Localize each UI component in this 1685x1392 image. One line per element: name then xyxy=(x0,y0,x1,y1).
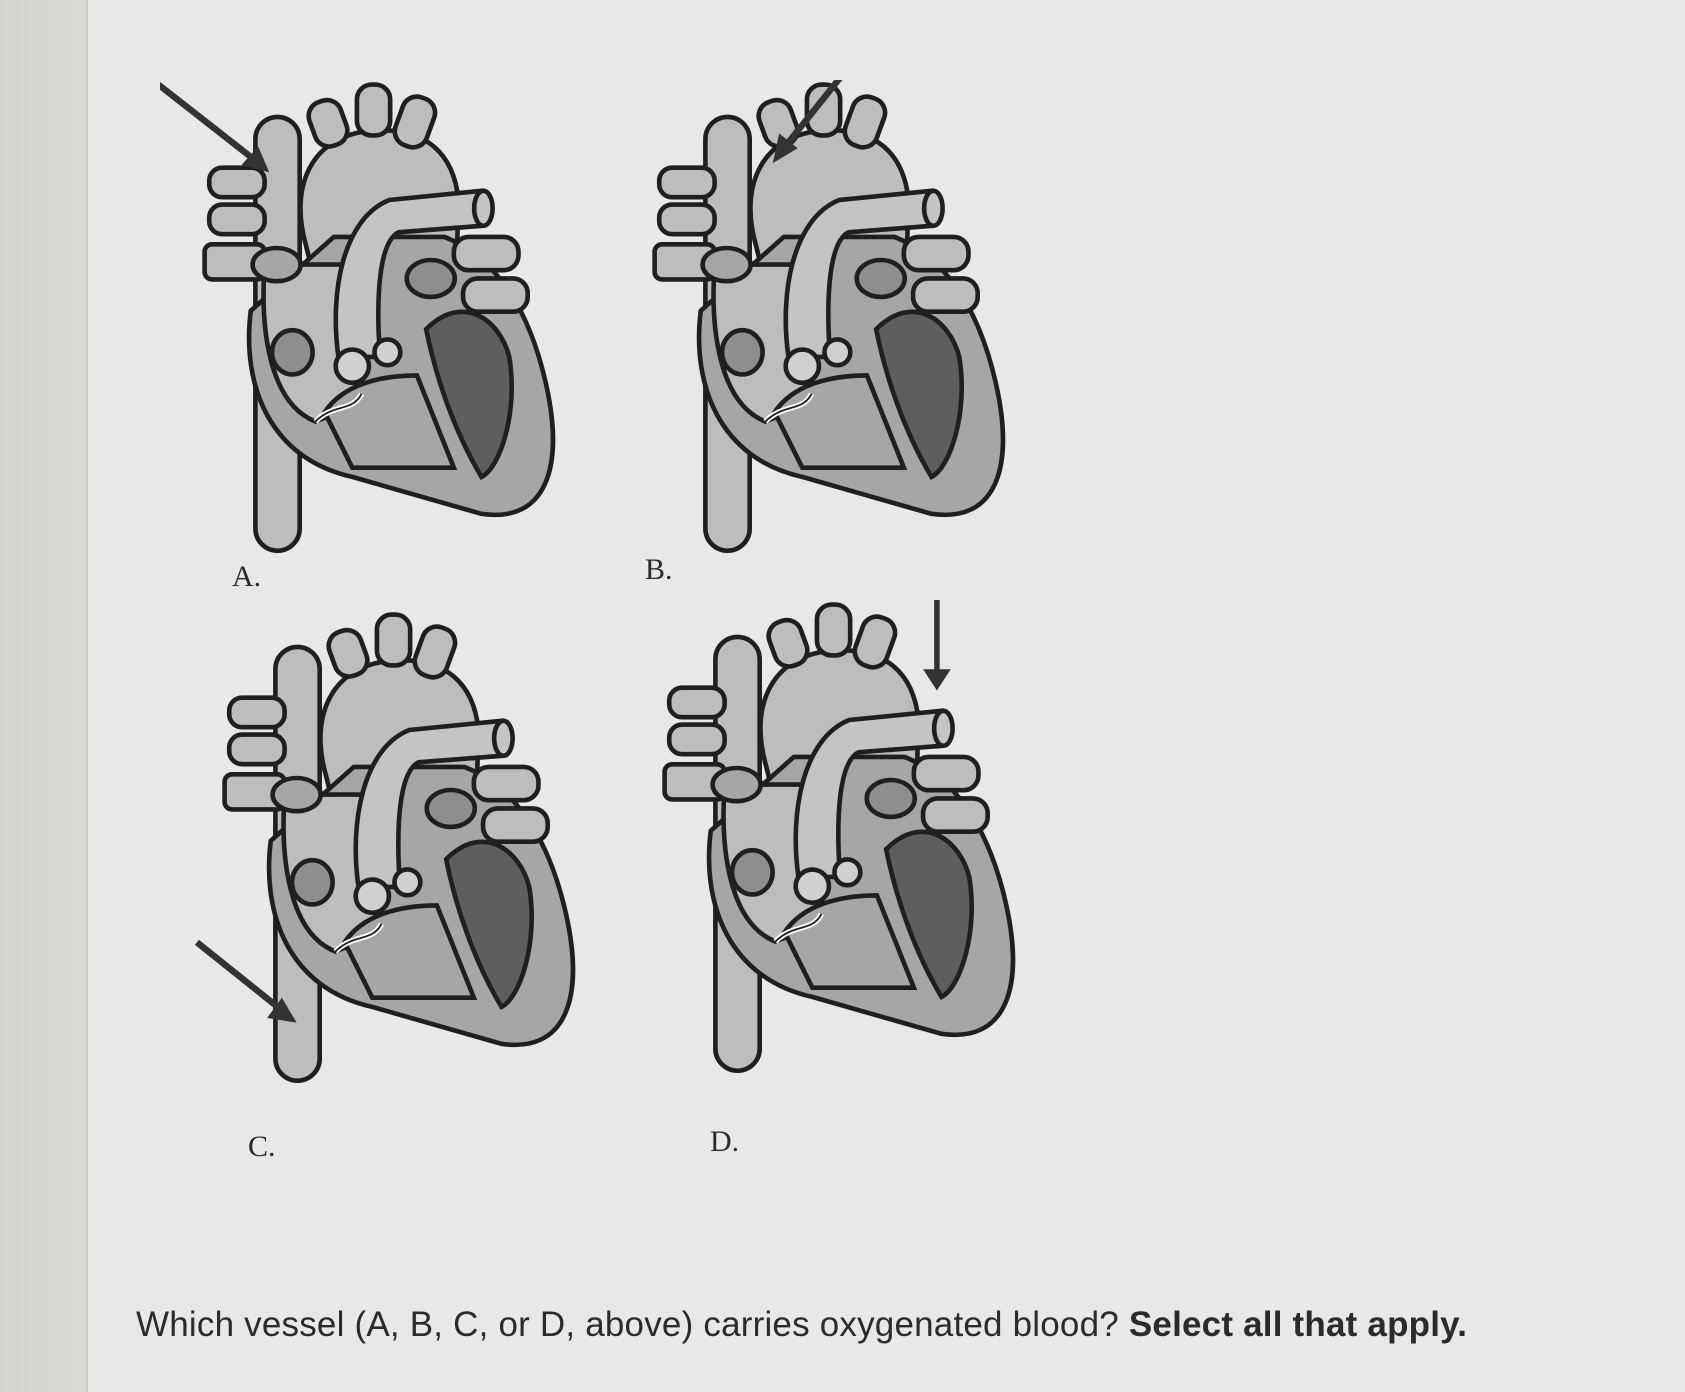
heart-diagram-c xyxy=(180,610,620,1090)
heart-diagram-b xyxy=(610,80,1050,560)
heart-diagram-a xyxy=(160,80,600,560)
question-text: Which vessel (A, B, C, or D, above) carr… xyxy=(136,1305,1119,1344)
question-instruction: Select all that apply. xyxy=(1128,1305,1468,1344)
panel-label-b: B. xyxy=(645,553,673,586)
screen-edge xyxy=(0,0,86,1392)
arrow-pointer-icon xyxy=(194,939,297,1023)
heart-diagram-d xyxy=(620,600,1060,1080)
arrow-pointer-icon xyxy=(923,600,951,691)
arrow-pointer-icon xyxy=(772,80,843,164)
panel-label-c: C. xyxy=(248,1130,276,1163)
panel-label-a: A. xyxy=(232,560,262,593)
question-prompt: Which vessel (A, B, C, or D, above) carr… xyxy=(136,1305,1586,1345)
arrow-pointer-icon xyxy=(160,82,270,173)
panel-label-d: D. xyxy=(710,1125,740,1158)
